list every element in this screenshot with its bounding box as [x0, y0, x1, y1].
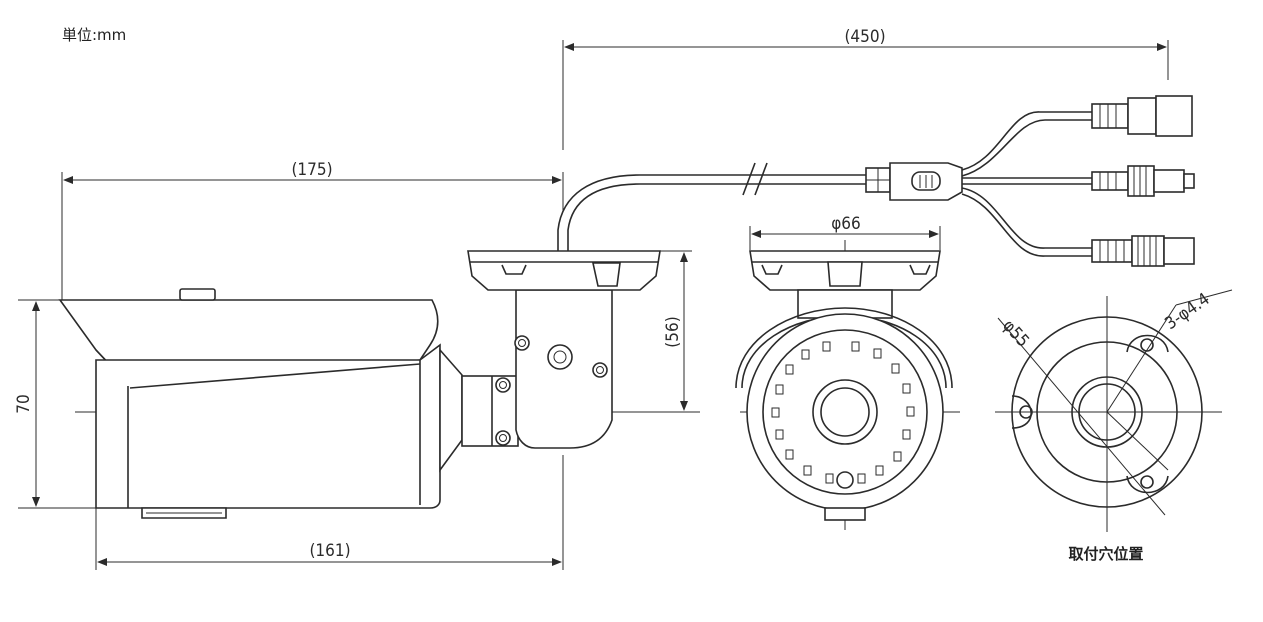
dim-body-length: (161): [309, 541, 350, 561]
dim-overall-depth: (175): [291, 160, 332, 180]
unit-label: 単位:mm: [62, 26, 126, 44]
dim-hole-spec: 3-φ4.4: [1161, 289, 1213, 334]
dim-bracket-height: (56): [663, 316, 683, 347]
caption-mount-holes: 取付穴位置: [1068, 545, 1143, 563]
dim-hole-pitch-diameter: φ55: [998, 316, 1033, 351]
cable-connectors: [865, 95, 1195, 267]
mount-hole-view: [995, 289, 1233, 532]
camera-side-view: [58, 162, 870, 519]
dim-height: 70: [14, 394, 34, 413]
dim-bracket-diameter: φ66: [831, 214, 861, 234]
dim-cable-length: (450): [844, 27, 885, 47]
camera-front-view: [735, 240, 960, 530]
